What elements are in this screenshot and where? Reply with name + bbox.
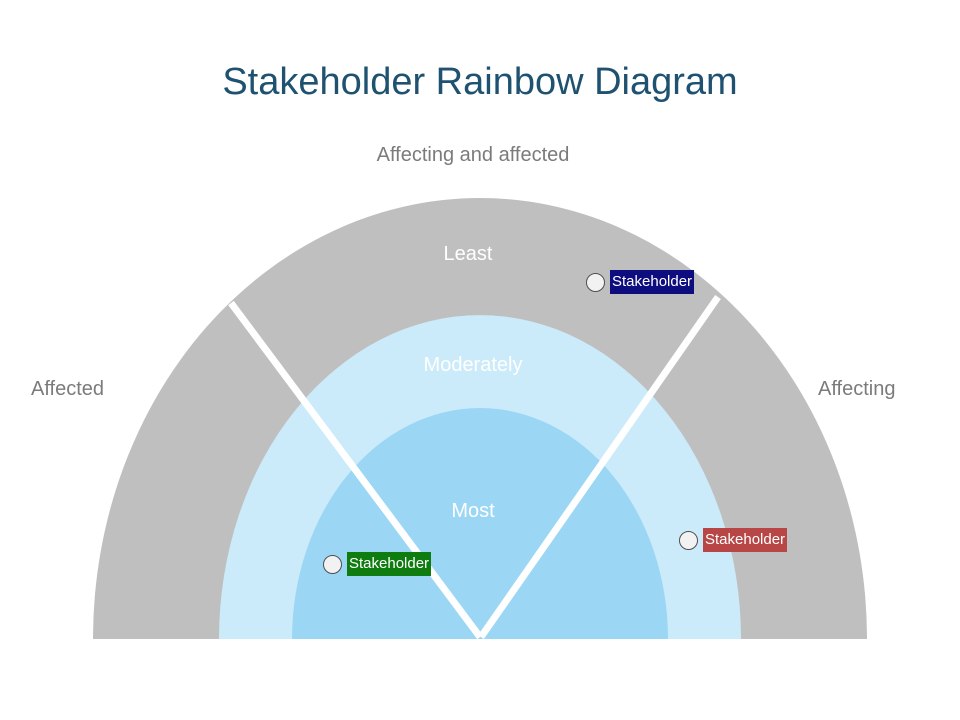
- page-title: Stakeholder Rainbow Diagram: [222, 61, 738, 103]
- stakeholder-circle-icon: [323, 554, 342, 574]
- ring-most-band: [292, 408, 668, 639]
- label-affected: Affected: [31, 378, 105, 400]
- label-affecting-and-affected: Affecting and affected: [376, 144, 570, 166]
- stakeholder-tag: Stakeholder: [347, 552, 432, 576]
- ring-label-most: Most: [451, 500, 495, 522]
- ring-label-least: Least: [443, 243, 493, 265]
- stakeholder-tag: Stakeholder: [703, 528, 788, 552]
- ring-label-moderately: Moderately: [423, 354, 523, 376]
- stakeholder-circle-icon: [586, 272, 605, 292]
- stakeholder-tag: Stakeholder: [610, 270, 695, 294]
- stakeholder-marker-blue[interactable]: Stakeholder: [586, 270, 695, 294]
- stakeholder-marker-green[interactable]: Stakeholder: [323, 552, 432, 576]
- baseline-mask: [80, 639, 880, 647]
- label-affecting: Affecting: [818, 378, 896, 400]
- right-divider: [478, 294, 721, 640]
- stakeholder-circle-icon: [679, 530, 698, 550]
- left-divider: [228, 300, 483, 640]
- stakeholder-marker-red[interactable]: Stakeholder: [679, 528, 788, 552]
